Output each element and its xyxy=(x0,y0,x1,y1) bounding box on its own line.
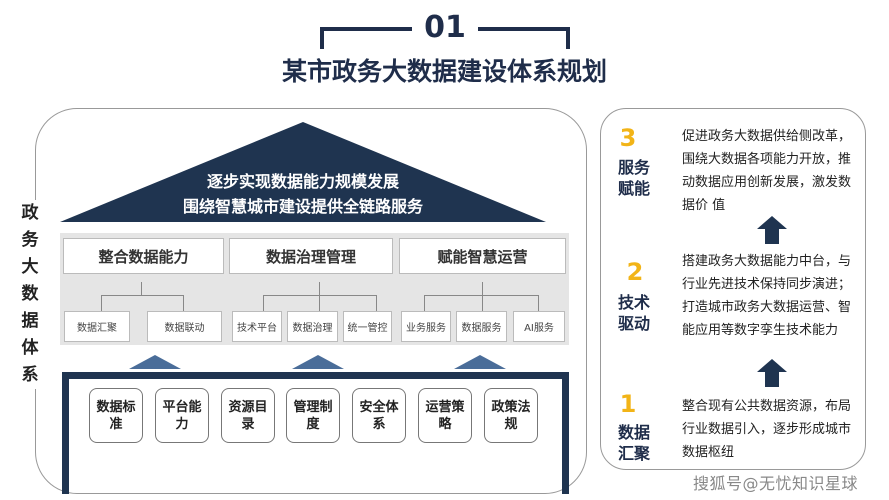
connector xyxy=(424,295,538,296)
watermark: 搜狐号@无忧知识星球 xyxy=(693,474,859,493)
foundation-item: 政策法规 xyxy=(484,388,538,443)
pillar-item: 数据治理 xyxy=(287,311,338,342)
step-number: 3 xyxy=(619,124,637,152)
connector xyxy=(263,295,376,296)
pillar-item: 数据汇聚 xyxy=(64,311,130,342)
roof-line-1: 逐步实现数据能力规模发展 xyxy=(206,172,399,191)
foundation-item: 资源目录 xyxy=(221,388,275,443)
bracket-left-side xyxy=(320,27,324,49)
steps-panel xyxy=(600,108,866,470)
connector xyxy=(101,295,183,296)
connector xyxy=(263,295,264,311)
vertical-label-char: 政 xyxy=(21,203,39,223)
bracket-left-top xyxy=(320,27,412,31)
vertical-label-char: 数 xyxy=(21,284,39,304)
support-triangle xyxy=(454,355,506,369)
connector xyxy=(482,282,483,311)
pillar-item: 数据服务 xyxy=(456,311,507,342)
vertical-label: 政务大数据体系 xyxy=(16,200,44,389)
connector xyxy=(424,295,425,311)
bracket-right-top xyxy=(478,27,570,31)
step-label: 技术驱动 xyxy=(617,293,650,333)
support-triangle xyxy=(292,355,344,369)
vertical-label-char: 据 xyxy=(21,311,39,331)
roof-triangle xyxy=(60,122,546,222)
foundation-frame xyxy=(62,372,569,494)
connector xyxy=(538,295,539,311)
pillar-title: 数据治理管理 xyxy=(229,238,393,274)
foundation-item: 运营策略 xyxy=(418,388,472,443)
foundation-item: 安全体系 xyxy=(352,388,406,443)
up-arrow-icon xyxy=(757,216,787,244)
vertical-label-char: 务 xyxy=(21,230,39,250)
page-title: 某市政务大数据建设体系规划 xyxy=(281,57,607,86)
foundation-item: 平台能力 xyxy=(155,388,209,443)
roof-line-2: 围绕智慧城市建设提供全链路服务 xyxy=(182,197,423,216)
pillar-title: 赋能智慧运营 xyxy=(399,238,566,274)
pillar-item: 统一管控 xyxy=(343,311,392,342)
bracket-right-side xyxy=(566,27,570,49)
connector xyxy=(141,282,142,295)
connector xyxy=(319,282,320,311)
section-number: 01 xyxy=(424,10,466,45)
pillar-item: 技术平台 xyxy=(232,311,282,342)
connector xyxy=(376,295,377,311)
step-text: 搭建政务大数据能力中台，与行业先进技术保持同步演进；打造城市政务大数据运营、智能… xyxy=(682,254,852,338)
step-label: 服务赋能 xyxy=(617,158,650,198)
step-number: 1 xyxy=(619,390,637,418)
pillar-item: AI服务 xyxy=(513,311,565,342)
pillar-item: 数据联动 xyxy=(147,311,222,342)
step-number: 2 xyxy=(626,258,644,286)
foundation-item: 数据标准 xyxy=(89,388,143,443)
step-label: 数据汇聚 xyxy=(617,423,650,463)
connector xyxy=(101,295,102,311)
vertical-label-char: 系 xyxy=(21,365,39,385)
vertical-label-char: 大 xyxy=(21,257,39,277)
step-text: 整合现有公共数据资源，布局行业数据引入，逐步形成城市数据枢纽 xyxy=(682,399,852,460)
pillar-title: 整合数据能力 xyxy=(63,238,224,274)
step-text: 促进政务大数据供给侧改革，围绕大数据各项能力开放，推动数据应用创新发展，激发数据… xyxy=(682,129,852,213)
connector xyxy=(183,295,184,311)
foundation-item: 管理制度 xyxy=(286,388,340,443)
up-arrow-icon xyxy=(757,359,787,387)
support-triangle xyxy=(129,355,181,369)
vertical-label-char: 体 xyxy=(21,338,39,358)
pillar-item: 业务服务 xyxy=(401,311,451,342)
